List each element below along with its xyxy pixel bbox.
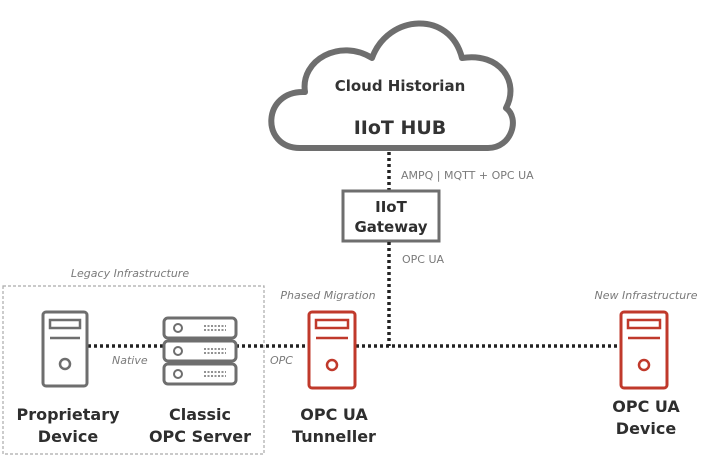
classic-opc-server-node: Classic OPC Server bbox=[149, 316, 251, 446]
tower-server-icon bbox=[41, 310, 89, 388]
new-zone-label: New Infrastructure bbox=[594, 289, 697, 302]
classic-line1: Classic bbox=[169, 405, 231, 424]
cloud-historian-node: Cloud Historian IIoT HUB bbox=[268, 20, 516, 151]
cloud-title: Cloud Historian bbox=[335, 77, 466, 95]
ua-device-line1: OPC UA bbox=[612, 397, 680, 416]
tower-server-icon bbox=[307, 310, 357, 390]
legacy-zone-label: Legacy Infrastructure bbox=[71, 267, 189, 280]
tower-server-icon bbox=[619, 310, 669, 390]
cloud-subtitle: IIoT HUB bbox=[354, 117, 447, 139]
opcua-tunneller-node: OPC UA Tunneller bbox=[292, 310, 376, 446]
iiot-gateway-node: IIoT Gateway bbox=[341, 189, 441, 243]
tunneller-line2: Tunneller bbox=[292, 427, 376, 446]
tunneller-line1: OPC UA bbox=[300, 405, 368, 424]
gateway-line2: Gateway bbox=[354, 218, 427, 236]
proprietary-line1: Proprietary bbox=[16, 405, 120, 424]
cloud-gateway-label: AMPQ | MQTT + OPC UA bbox=[401, 169, 534, 182]
phased-zone-label: Phased Migration bbox=[280, 289, 375, 302]
rack-server-icon bbox=[162, 316, 238, 386]
proprietary-line2: Device bbox=[38, 427, 99, 446]
opcua-device-node: OPC UA Device bbox=[612, 310, 680, 438]
gateway-line1: IIoT bbox=[375, 198, 407, 216]
gateway-bus-label: OPC UA bbox=[402, 253, 445, 266]
legacy-zone-border bbox=[2, 285, 265, 455]
classic-line2: OPC Server bbox=[149, 427, 251, 446]
opc-label: OPC bbox=[270, 354, 293, 367]
gateway-box bbox=[341, 189, 441, 243]
native-label: Native bbox=[112, 354, 148, 367]
proprietary-device-node: Proprietary Device bbox=[16, 310, 120, 446]
ua-device-line2: Device bbox=[616, 419, 677, 438]
cloud-icon bbox=[268, 20, 516, 151]
